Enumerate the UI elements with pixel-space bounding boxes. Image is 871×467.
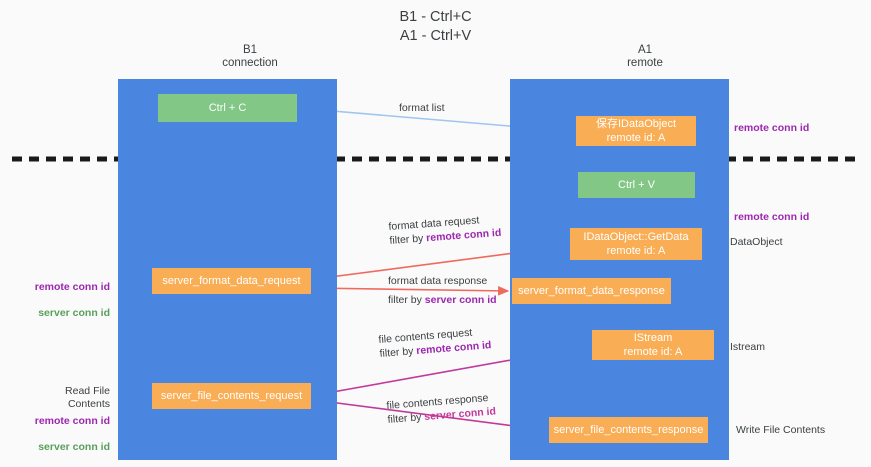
filter-key-server-conn-id: server conn id: [424, 294, 497, 306]
left-label-remote-conn-id: remote conn id: [34, 281, 110, 293]
node-server-file-contents-request[interactable]: server_file_contents_request: [152, 383, 311, 409]
right-label-remote-conn-id-top: remote conn id: [734, 122, 810, 134]
node-store-idataobject[interactable]: 保存IDataObject remote id: A: [576, 116, 696, 146]
node-server-file-contents-response[interactable]: server_file_contents_response: [549, 417, 708, 443]
right-label-write-file-contents: Write File Contents: [736, 424, 826, 436]
left-label-read-file-contents: Read File Contents: [65, 385, 110, 410]
column-heading-b1: B1 connection: [222, 44, 278, 69]
edge-label-format-list: format list: [399, 102, 445, 114]
node-istream[interactable]: IStream remote id: A: [592, 330, 714, 360]
right-label-dataobject: DataObject: [730, 236, 783, 248]
edge-label-format-data-response: format data response filter by server co…: [388, 274, 497, 307]
node-idataobject-getdata[interactable]: IDataObject::GetData remote id: A: [570, 228, 702, 260]
left-label-server-conn-id: server conn id: [38, 441, 110, 453]
filter-prefix: filter by: [387, 411, 425, 426]
filter-prefix: filter by: [389, 232, 427, 247]
right-label-remote-conn-id-mid: remote conn id: [734, 211, 810, 223]
edge-label-format-data-response-line2: filter by server conn id: [388, 293, 497, 307]
filter-prefix: filter by: [379, 345, 417, 360]
column-heading-a1: A1 remote: [627, 44, 663, 69]
node-ctrl-v[interactable]: Ctrl + V: [578, 172, 695, 198]
edge-label-format-data-response-line1: format data response: [388, 275, 488, 287]
edge-file-contents-response: [313, 399, 547, 434]
left-label-conn-ids-bottom: remote conn id server conn id: [22, 402, 110, 467]
node-ctrl-c[interactable]: Ctrl + C: [158, 94, 297, 122]
edge-format-data-response: [311, 286, 510, 296]
left-label-conn-ids-mid: remote conn id server conn id: [22, 268, 110, 333]
diagram-title: B1 - Ctrl+C A1 - Ctrl+V: [399, 9, 472, 44]
right-label-istream: Istream: [730, 341, 766, 353]
filter-prefix: filter by: [388, 294, 425, 306]
left-label-remote-conn-id: remote conn id: [34, 415, 110, 427]
node-server-format-data-response[interactable]: server_format_data_response: [512, 278, 671, 304]
left-label-server-conn-id: server conn id: [38, 307, 110, 319]
node-server-format-data-request[interactable]: server_format_data_request: [152, 268, 311, 294]
